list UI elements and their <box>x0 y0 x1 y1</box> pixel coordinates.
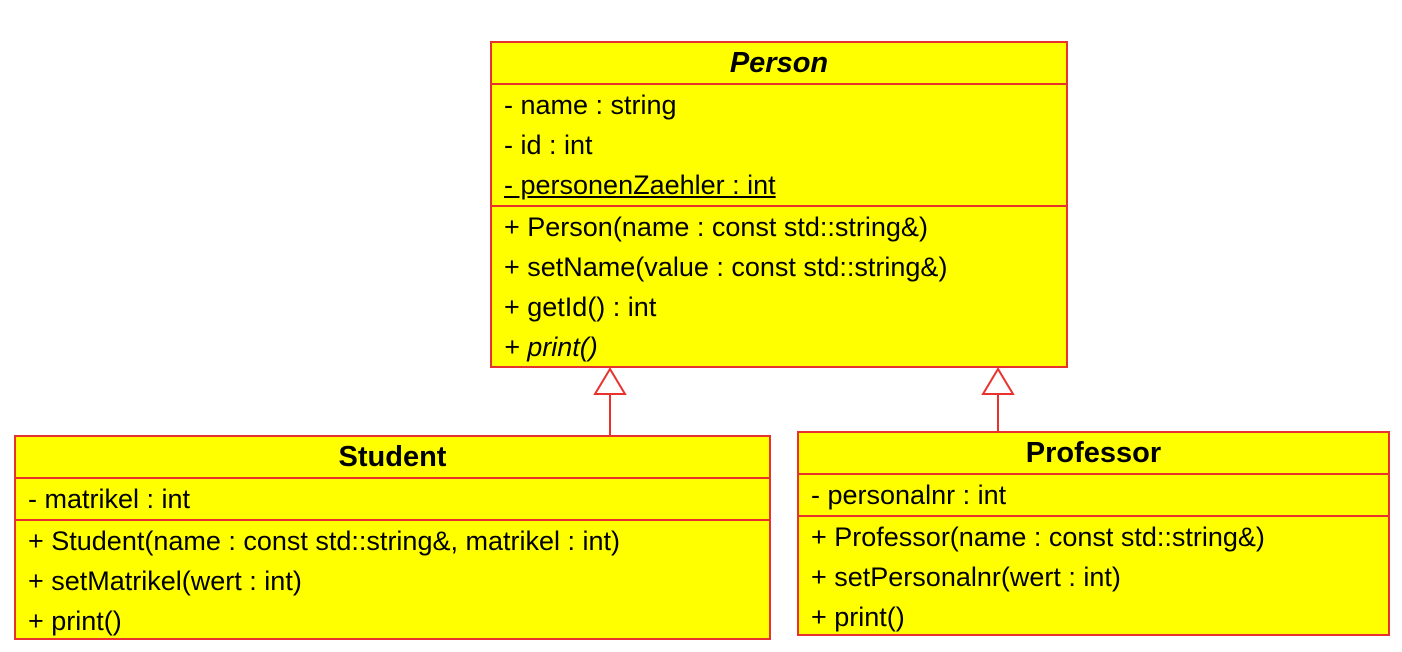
person-attribute-personenzaehler: - personenZaehler : int <box>504 170 776 200</box>
professor-generalization <box>981 367 1015 431</box>
student-operation-print: + print() <box>28 606 122 636</box>
student-inheritance-arrowhead <box>593 367 627 395</box>
person-operation-setname: + setName(value : const std::string&) <box>504 252 948 282</box>
professor-class-box: Professor - personalnr : int + Professor… <box>797 431 1390 636</box>
professor-operation-print: + print() <box>811 602 905 632</box>
student-attributes: - matrikel : int <box>16 479 769 521</box>
student-class-box: Student - matrikel : int + Student(name … <box>14 435 771 640</box>
professor-attributes: - personalnr : int <box>799 475 1388 517</box>
student-operations: + Student(name : const std::string&, mat… <box>16 521 769 641</box>
student-operation-constructor: + Student(name : const std::string&, mat… <box>28 526 620 556</box>
person-operation-constructor: + Person(name : const std::string&) <box>504 212 928 242</box>
person-class-name: Person <box>492 43 1066 85</box>
professor-operation-constructor: + Professor(name : const std::string&) <box>811 522 1265 552</box>
professor-inheritance-arrowhead <box>981 367 1015 395</box>
person-attribute-name: - name : string <box>504 90 677 120</box>
professor-attribute-personalnr: - personalnr : int <box>811 480 1007 510</box>
person-class-box: Person - name : string - id : int - pers… <box>490 41 1068 368</box>
person-operation-getid: + getId() : int <box>504 292 657 322</box>
professor-operations: + Professor(name : const std::string&) +… <box>799 517 1388 637</box>
person-attributes: - name : string - id : int - personenZae… <box>492 85 1066 207</box>
student-class-name: Student <box>16 437 769 479</box>
student-operation-setmatrikel: + setMatrikel(wert : int) <box>28 566 302 596</box>
student-attribute-matrikel: - matrikel : int <box>28 484 191 514</box>
person-operations: + Person(name : const std::string&) + se… <box>492 207 1066 367</box>
professor-operation-setpersonalnr: + setPersonalnr(wert : int) <box>811 562 1121 592</box>
professor-class-name: Professor <box>799 433 1388 475</box>
person-attribute-id: - id : int <box>504 130 593 160</box>
person-operation-print: + print() <box>504 332 598 362</box>
student-generalization <box>593 367 627 435</box>
